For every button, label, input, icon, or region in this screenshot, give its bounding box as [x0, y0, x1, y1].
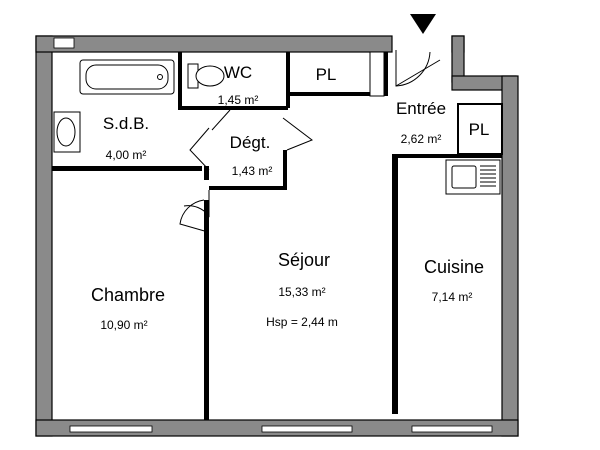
outer-wall-right-upper	[451, 35, 465, 83]
window-cuisine	[411, 425, 493, 433]
entrance-door	[395, 50, 431, 87]
outer-wall-right	[501, 75, 519, 437]
chambre-door	[179, 199, 209, 233]
wall-cuisine-left	[392, 154, 398, 414]
wall-wc-pl	[286, 52, 290, 108]
window-chambre	[69, 425, 153, 433]
room-name-pl-top: PL	[316, 65, 337, 84]
room-name-chambre: Chambre	[91, 285, 165, 305]
room-name-sdb: S.d.B.	[103, 114, 149, 133]
sejour-door	[183, 190, 210, 218]
wall-degt-bottom	[209, 186, 287, 190]
room-name-cuisine: Cuisine	[424, 257, 484, 277]
pl-shelf	[369, 51, 385, 97]
room-area-sdb: 4,00 m²	[106, 148, 147, 162]
wall-pl-right	[384, 52, 388, 96]
room-area-entree: 2,62 m²	[401, 132, 442, 146]
wall-degt-right	[283, 150, 287, 190]
bathtub-inner	[85, 64, 169, 90]
room-name-sejour: Séjour	[278, 250, 330, 270]
room-area-degt: 1,43 m²	[232, 164, 273, 178]
wall-chambre-top	[204, 166, 209, 180]
room-name-entree: Entrée	[396, 99, 446, 118]
entrance-door-leaf	[395, 59, 441, 87]
room-area-chambre: 10,90 m²	[100, 318, 147, 332]
entry-arrow-icon	[410, 14, 436, 34]
outer-wall-top	[35, 35, 393, 53]
room-name-degt: Dégt.	[230, 133, 271, 152]
wall-sdb-wc	[178, 52, 182, 108]
room-area-cuisine: 7,14 m²	[432, 290, 473, 304]
degt-door-right	[282, 117, 314, 151]
degt-door-top	[211, 109, 231, 131]
degt-door-left	[189, 127, 210, 171]
window-sejour	[261, 425, 353, 433]
pl-entree-box	[457, 103, 503, 155]
room-area-sejour: 15,33 m²	[278, 285, 325, 299]
kitchen-sink	[451, 165, 477, 189]
wall-cuisine-top	[392, 154, 502, 158]
room-area-wc: 1,45 m²	[218, 93, 259, 107]
toilet-bowl	[195, 65, 225, 87]
wall-pl-bottom	[286, 92, 386, 96]
wall-chambre-sejour	[204, 200, 209, 420]
room-height-sejour: Hsp = 2,44 m	[266, 315, 338, 329]
wall-wc-bottom	[178, 106, 288, 110]
bathtub-drain	[157, 74, 163, 80]
window-sdb	[53, 37, 75, 49]
room-name-wc: WC	[224, 63, 252, 82]
outer-wall-left	[35, 35, 53, 437]
sdb-sink	[56, 117, 76, 147]
room-name-pl-entree: PL	[469, 120, 490, 139]
wall-sdb-bottom	[52, 166, 202, 171]
